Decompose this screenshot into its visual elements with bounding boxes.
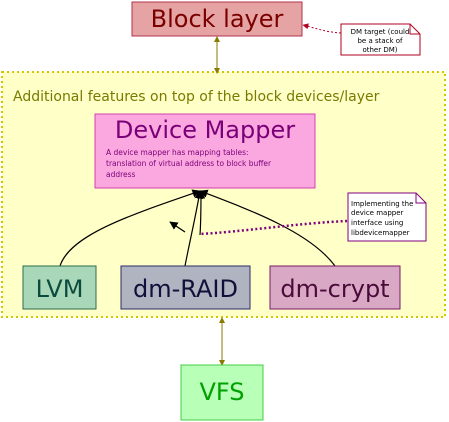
dm-inheritance-arrow: [169, 221, 186, 233]
impl-note-shape: [347, 192, 427, 242]
dm-target-note-line-3: other DM): [362, 46, 397, 54]
device-mapper-title: Device Mapper: [115, 116, 295, 144]
dm-raid-box: [120, 265, 251, 310]
vfs-box: [180, 364, 264, 421]
lvm-box: [22, 265, 97, 310]
vfs-label: VFS: [199, 378, 244, 406]
dm-target-note-arrow: [302, 23, 342, 34]
dm-target-note-line-1: DM target (could: [351, 28, 410, 36]
dm-target-note-fold: [409, 24, 420, 35]
arrow-set-center: [196, 190, 206, 236]
block-layer-box: [131, 1, 303, 37]
dm-crypt-label: dm-crypt: [280, 275, 389, 303]
lvm-to-dm-arrow: [59, 189, 201, 267]
impl-note-line-4: libdevicemapper: [351, 229, 410, 237]
crypt-to-dm-arrow: [199, 189, 336, 267]
impl-note-line-1: Implementing the: [351, 200, 413, 208]
device-mapper-desc-1: A device mapper has mapping tables:: [106, 148, 249, 157]
device-mapper-box: [94, 113, 316, 189]
dm-crypt-box: [269, 265, 401, 310]
dm-raid-label: dm-RAID: [133, 275, 238, 303]
block-layer-label: Block layer: [151, 5, 284, 33]
dm-target-note-line-2: be a stack of: [357, 37, 403, 45]
dm-target-note-shape: [340, 23, 421, 56]
device-mapper-desc-2: translation of virtual address to block …: [106, 159, 272, 168]
impl-note-line-3: interface using: [351, 219, 403, 227]
impl-note-line-2: device mapper: [351, 209, 404, 217]
device-mapper-desc-3: address: [106, 170, 136, 179]
region-label: Additional features on top of the block …: [13, 89, 380, 105]
impl-note-fold: [415, 193, 426, 204]
lvm-label: LVM: [36, 275, 84, 303]
